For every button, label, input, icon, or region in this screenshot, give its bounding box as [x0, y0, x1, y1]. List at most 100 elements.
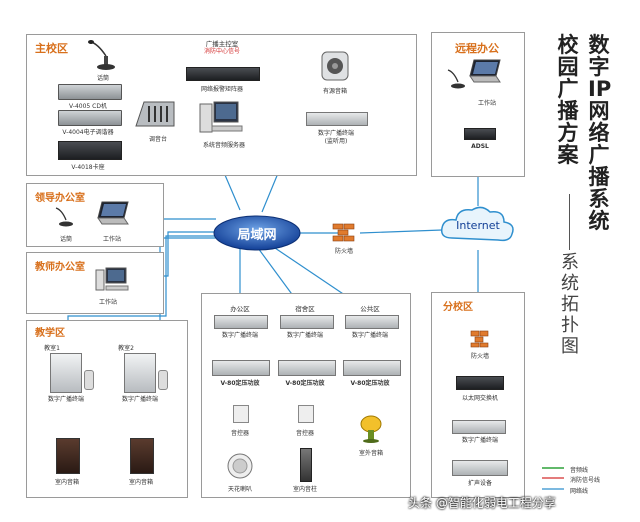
- branch-amp: [452, 460, 508, 476]
- label-ceiling-speaker: 天花喇叭: [227, 486, 253, 493]
- adsl-modem: [464, 128, 496, 140]
- label-office-volume: 音控器: [230, 430, 250, 437]
- lan-cloud: [213, 215, 301, 251]
- topology-subtitle: 系统拓扑图: [561, 252, 579, 357]
- label-adsl: ADSL: [471, 143, 489, 150]
- label-remote-workstation: 工作站: [477, 100, 497, 107]
- label-tuner: V-4004电子调谐器: [62, 129, 114, 136]
- panel-title-leader-office: 领导办公室: [35, 193, 85, 204]
- internet-cloud: [440, 206, 514, 242]
- audio-server: [199, 101, 243, 133]
- ethernet-switch: [456, 376, 504, 390]
- label-office-terminal: 数字广播终端: [221, 332, 259, 339]
- firewall-icon: [332, 223, 355, 242]
- office-amp: [212, 360, 270, 376]
- label-public-zone: 公共区: [360, 305, 380, 313]
- label-firewall: 防火墙: [334, 248, 354, 255]
- alarm-matrix: [186, 67, 260, 81]
- label-branch-switch: 以太网交换机: [461, 395, 499, 402]
- dorm-terminal: [280, 315, 334, 329]
- label-branch-amp: 扩声设备: [467, 480, 493, 487]
- internet-label: Internet: [456, 219, 500, 232]
- label-monitor-terminal: 数字广播终端: [317, 130, 355, 137]
- label-teacher-workstation: 工作站: [98, 299, 118, 306]
- label-column-speaker: 室内音柱: [292, 486, 318, 493]
- office-terminal: [214, 315, 268, 329]
- net-line-internet: [359, 229, 443, 234]
- column-speaker: [300, 448, 312, 482]
- laptop-icon: [469, 59, 501, 83]
- label-leader-workstation: 工作站: [102, 236, 122, 243]
- label-matrix: 网络报警矩阵器: [200, 86, 244, 93]
- label-dorm-volume: 音控器: [295, 430, 315, 437]
- panel-title-remote-office: 远程办公: [455, 42, 499, 55]
- panel-leader-office: [26, 183, 164, 247]
- panel-title-teaching-area: 教学区: [35, 328, 65, 339]
- branch-terminal: [452, 420, 506, 434]
- panel-title-branch-campus: 分校区: [443, 302, 473, 313]
- dorm-volume-control: [298, 405, 314, 423]
- title-divider: [569, 194, 570, 250]
- public-terminal: [345, 315, 399, 329]
- active-speaker-icon: [321, 51, 349, 81]
- branch-firewall-icon: [470, 330, 489, 348]
- dorm-amp: [278, 360, 336, 376]
- ceiling-speaker-icon: [227, 453, 253, 479]
- remote-mic-icon: [447, 69, 465, 89]
- leader-laptop-icon: [97, 201, 129, 225]
- label-classroom1: 教室1: [44, 345, 60, 352]
- label-leader-mic: 话筒: [59, 236, 73, 243]
- system-title: 数字IP网络广播系统: [588, 33, 612, 233]
- outdoor-speaker-icon: [360, 415, 382, 443]
- label-public-amp: V-80定压功放: [350, 380, 390, 387]
- label-branch-terminal: 数字广播终端: [461, 437, 499, 444]
- label-mixer: 调音台: [148, 136, 168, 143]
- label-active-speaker: 有源音箱: [322, 88, 348, 95]
- card-deck: [58, 141, 122, 160]
- label-fire-signal: 消防中心信号: [203, 48, 241, 55]
- label-teaching-speaker1: 室内音箱: [54, 479, 80, 486]
- label-dorm-zone: 宿舍区: [295, 305, 315, 313]
- legend-fire: 消防信号线: [570, 477, 601, 484]
- label-office-amp: V-80定压功放: [220, 380, 260, 387]
- label-branch-firewall: 防火墙: [470, 353, 490, 360]
- label-control-room: 广播主控室: [205, 40, 239, 48]
- monitor-terminal: [306, 112, 368, 126]
- panel-remote-office: [431, 32, 525, 177]
- legend-audio: 音频线: [570, 467, 589, 474]
- teacher-pc-icon: [95, 267, 129, 291]
- classroom2-speaker: [130, 438, 154, 474]
- panel-title-main-campus: 主校区: [35, 42, 68, 55]
- lan-label: 局域网: [237, 228, 277, 243]
- label-mic: 话筒: [96, 75, 110, 82]
- classroom1-remote: [84, 370, 94, 390]
- label-teaching-speaker2: 室内音箱: [128, 479, 154, 486]
- cd-player: [58, 84, 122, 100]
- label-cd: V-4005 CD机: [69, 103, 107, 110]
- panel-teaching-area: [26, 320, 188, 498]
- microphone-icon: [88, 40, 115, 70]
- label-outdoor-speaker: 室外音箱: [358, 450, 384, 457]
- classroom2-remote: [158, 370, 168, 390]
- label-teaching-terminal1: 数字广播终端: [47, 396, 85, 403]
- mixer-console: [135, 101, 175, 127]
- office-volume-control: [233, 405, 249, 423]
- label-dorm-amp: V-80定压功放: [285, 380, 325, 387]
- system-title-2: 校园广播方案: [557, 33, 579, 167]
- public-amp: [343, 360, 401, 376]
- label-monitor-note: (监听用): [324, 138, 348, 145]
- label-public-terminal: 数字广播终端: [351, 332, 389, 339]
- classroom1-speaker: [56, 438, 80, 474]
- tuner: [58, 110, 122, 126]
- classroom2-terminal: [124, 353, 156, 393]
- label-server: 系统音频服务器: [202, 142, 246, 149]
- classroom1-terminal: [50, 353, 82, 393]
- panel-title-teacher-office: 教师办公室: [35, 262, 85, 273]
- watermark-text: 头条 @智能化弱电工程分享: [408, 496, 556, 510]
- leader-mic-icon: [55, 207, 73, 227]
- panel-teacher-office: [26, 252, 164, 314]
- label-classroom2: 教室2: [118, 345, 134, 352]
- label-dorm-terminal: 数字广播终端: [286, 332, 324, 339]
- label-card: V-4018卡座: [71, 164, 105, 171]
- label-teaching-terminal2: 数字广播终端: [121, 396, 159, 403]
